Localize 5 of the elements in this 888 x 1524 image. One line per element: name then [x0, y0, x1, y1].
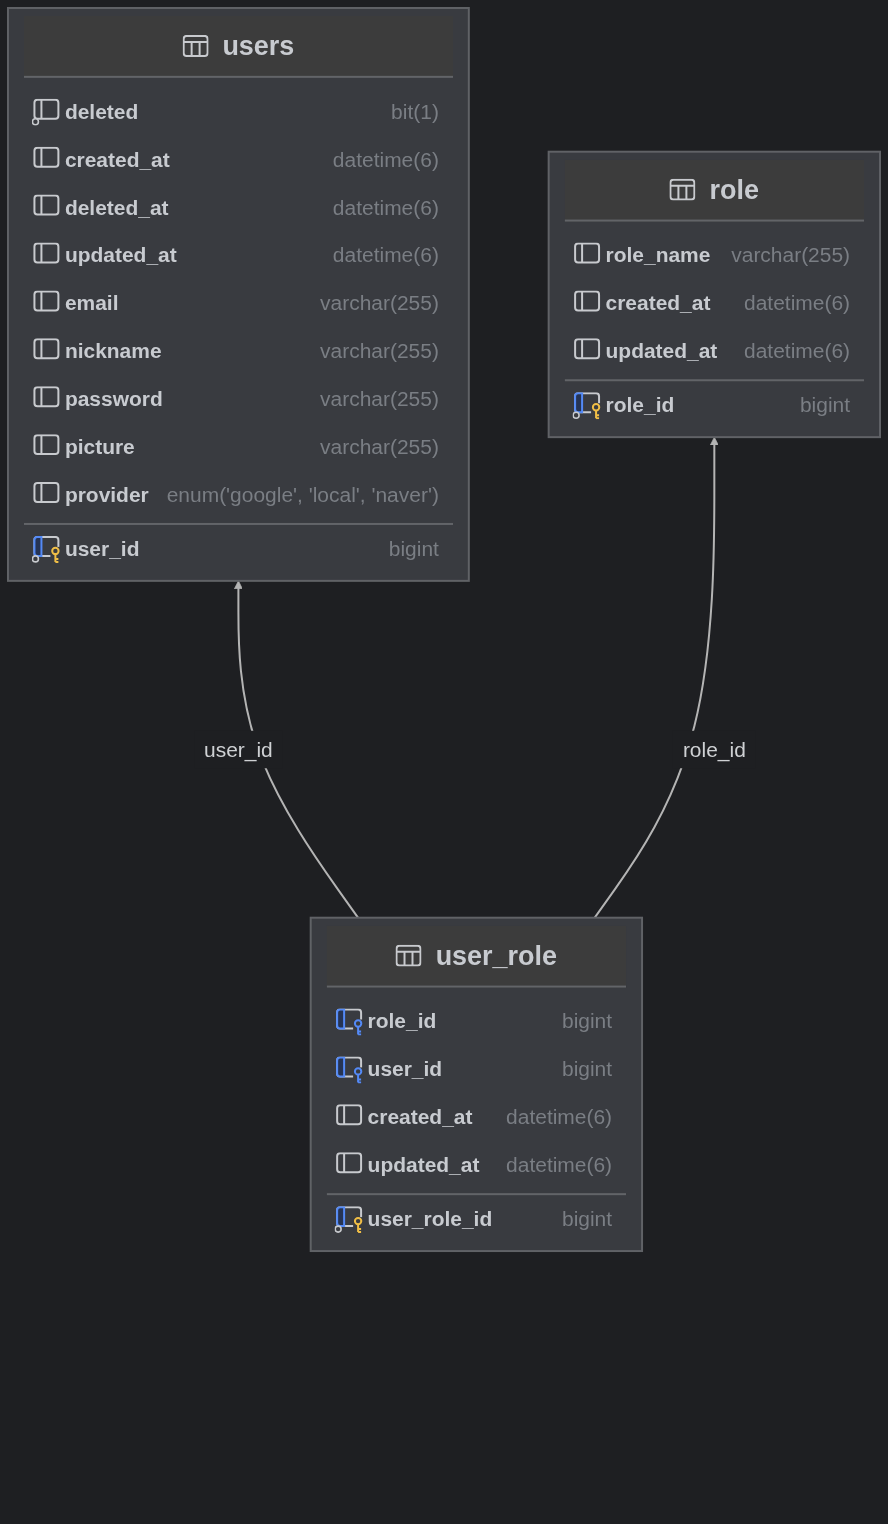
node-box: user_role role_id bigint user_id bigint created_at datetime(6) updated_at datetime(6) user_role_id bigint	[309, 916, 644, 1253]
node-box: role role_name varchar(255) created_at datetime(6) updated_at datetime(6) role_id bigint	[547, 150, 881, 439]
arrow	[593, 436, 719, 919]
node-box: users deleted bit(1) created_at datetime(6) deleted_at datetime(6) updated_at datetime(6) email varchar(255) nickname varchar(255) password varchar(255) picture varchar(255) provider enum('google', 'local', 'naver') user_id bigint	[7, 7, 470, 582]
arrow	[234, 580, 359, 919]
